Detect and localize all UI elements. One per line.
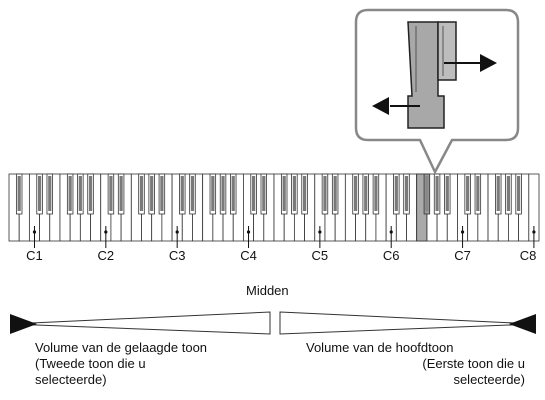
black-key-top (88, 176, 93, 211)
octave-label-c5: C5 (311, 248, 329, 263)
octave-label-c8: C8 (519, 248, 537, 263)
octave-label-c1: C1 (26, 248, 43, 263)
left-volume-wedge (9, 311, 271, 335)
black-key-top (476, 176, 480, 211)
octave-tick-dot (246, 230, 251, 234)
black-key-top (445, 176, 449, 211)
octave-label-c2: C2 (97, 248, 115, 263)
right-volume-label: Volume van de hoofdtoon (306, 340, 454, 355)
black-key-top (119, 176, 123, 211)
octave-tick-dot (32, 230, 37, 234)
black-key-top (262, 176, 266, 211)
black-key-top (323, 176, 327, 211)
black-key-top (48, 176, 52, 211)
left-arrow-icon (372, 97, 389, 115)
black-key-top (252, 176, 256, 211)
black-key-top (231, 176, 235, 211)
octave-tick-dot (532, 230, 536, 234)
right-wedge-arrow-icon (509, 314, 536, 334)
octave-label-c7: C7 (454, 248, 471, 263)
octave-tick-dot (460, 230, 465, 234)
black-key-top (517, 176, 521, 211)
octave-tick-dot (104, 230, 108, 234)
black-key-top (435, 176, 439, 211)
black-key-top (78, 176, 82, 211)
left-volume-sub-label: (Tweede toon die u (35, 356, 146, 371)
black-key-top (17, 176, 21, 211)
right-volume-sub-label: (Eerste toon die u (422, 356, 525, 371)
black-key-top (425, 176, 429, 211)
black-key-top (353, 176, 358, 211)
black-key-top (496, 176, 500, 211)
black-key-top (506, 176, 511, 211)
black-key-top (466, 176, 470, 211)
black-key-top (404, 176, 409, 211)
black-key-top (211, 176, 215, 211)
right-volume-wedge (279, 311, 537, 335)
split-point-label: Midden (246, 283, 289, 298)
left-volume-sub-label-2: selecteerde) (35, 372, 107, 387)
black-key-top (190, 176, 195, 211)
right-volume-sub-label-2: selecteerde) (453, 372, 525, 387)
left-wedge-arrow-icon (10, 314, 37, 334)
volume-wedges (9, 311, 537, 335)
octave-label-c6: C6 (382, 248, 400, 263)
black-key-top (374, 176, 378, 211)
left-volume-label: Volume van de gelaagde toon (35, 340, 208, 355)
right-arrow-icon (480, 54, 497, 72)
callout-bubble (354, 8, 520, 174)
black-key-top (37, 176, 42, 211)
octave-label-c3: C3 (168, 248, 186, 263)
octave-tick-dot (175, 230, 179, 234)
octave-label-c4: C4 (240, 248, 257, 263)
black-key-top (109, 176, 113, 211)
black-key-top (150, 176, 154, 211)
black-key-top (394, 176, 398, 211)
black-key-top (139, 176, 144, 211)
black-key-top (160, 176, 164, 211)
black-key-top (364, 176, 368, 211)
octave-ticks (32, 226, 536, 248)
black-key-top (302, 176, 307, 211)
black-key-top (333, 176, 337, 211)
enlarged-black-key (437, 21, 457, 81)
black-key-top (68, 176, 72, 211)
black-key-top (282, 176, 286, 211)
black-key-top (180, 176, 184, 211)
black-key-top (221, 176, 225, 211)
black-key-top (292, 176, 296, 211)
piano-keyboard (8, 173, 540, 242)
octave-tick-dot (389, 230, 393, 234)
octave-tick-dot (318, 230, 322, 234)
